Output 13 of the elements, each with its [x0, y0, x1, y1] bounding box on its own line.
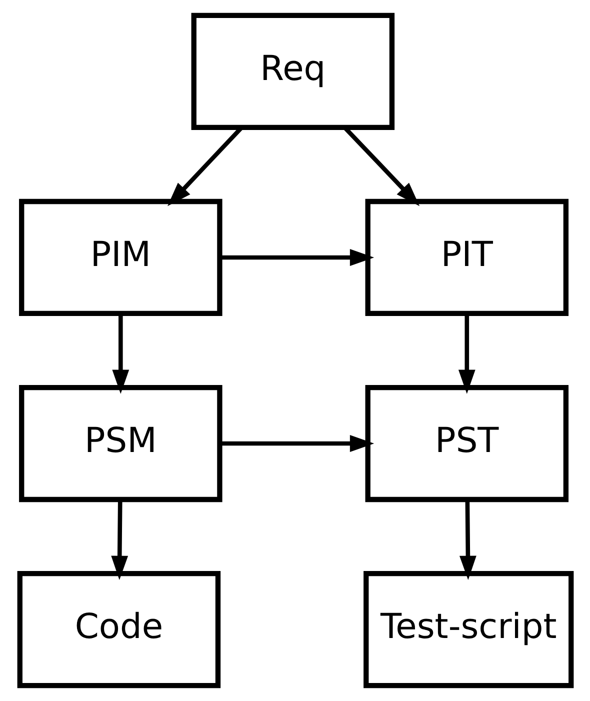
node-box: Test-script — [363, 570, 574, 688]
node-box: Code — [16, 570, 220, 688]
arrow — [220, 249, 374, 266]
node-box: PST — [364, 384, 568, 502]
arrow — [458, 314, 475, 394]
node-box: PIM — [18, 198, 222, 316]
arrow — [458, 500, 476, 580]
node-box: PIT — [364, 198, 568, 316]
arrow — [220, 435, 374, 452]
node-box: Req — [190, 12, 394, 130]
arrow — [112, 314, 129, 394]
node-box: PSM — [18, 384, 222, 502]
arrow — [110, 500, 128, 580]
